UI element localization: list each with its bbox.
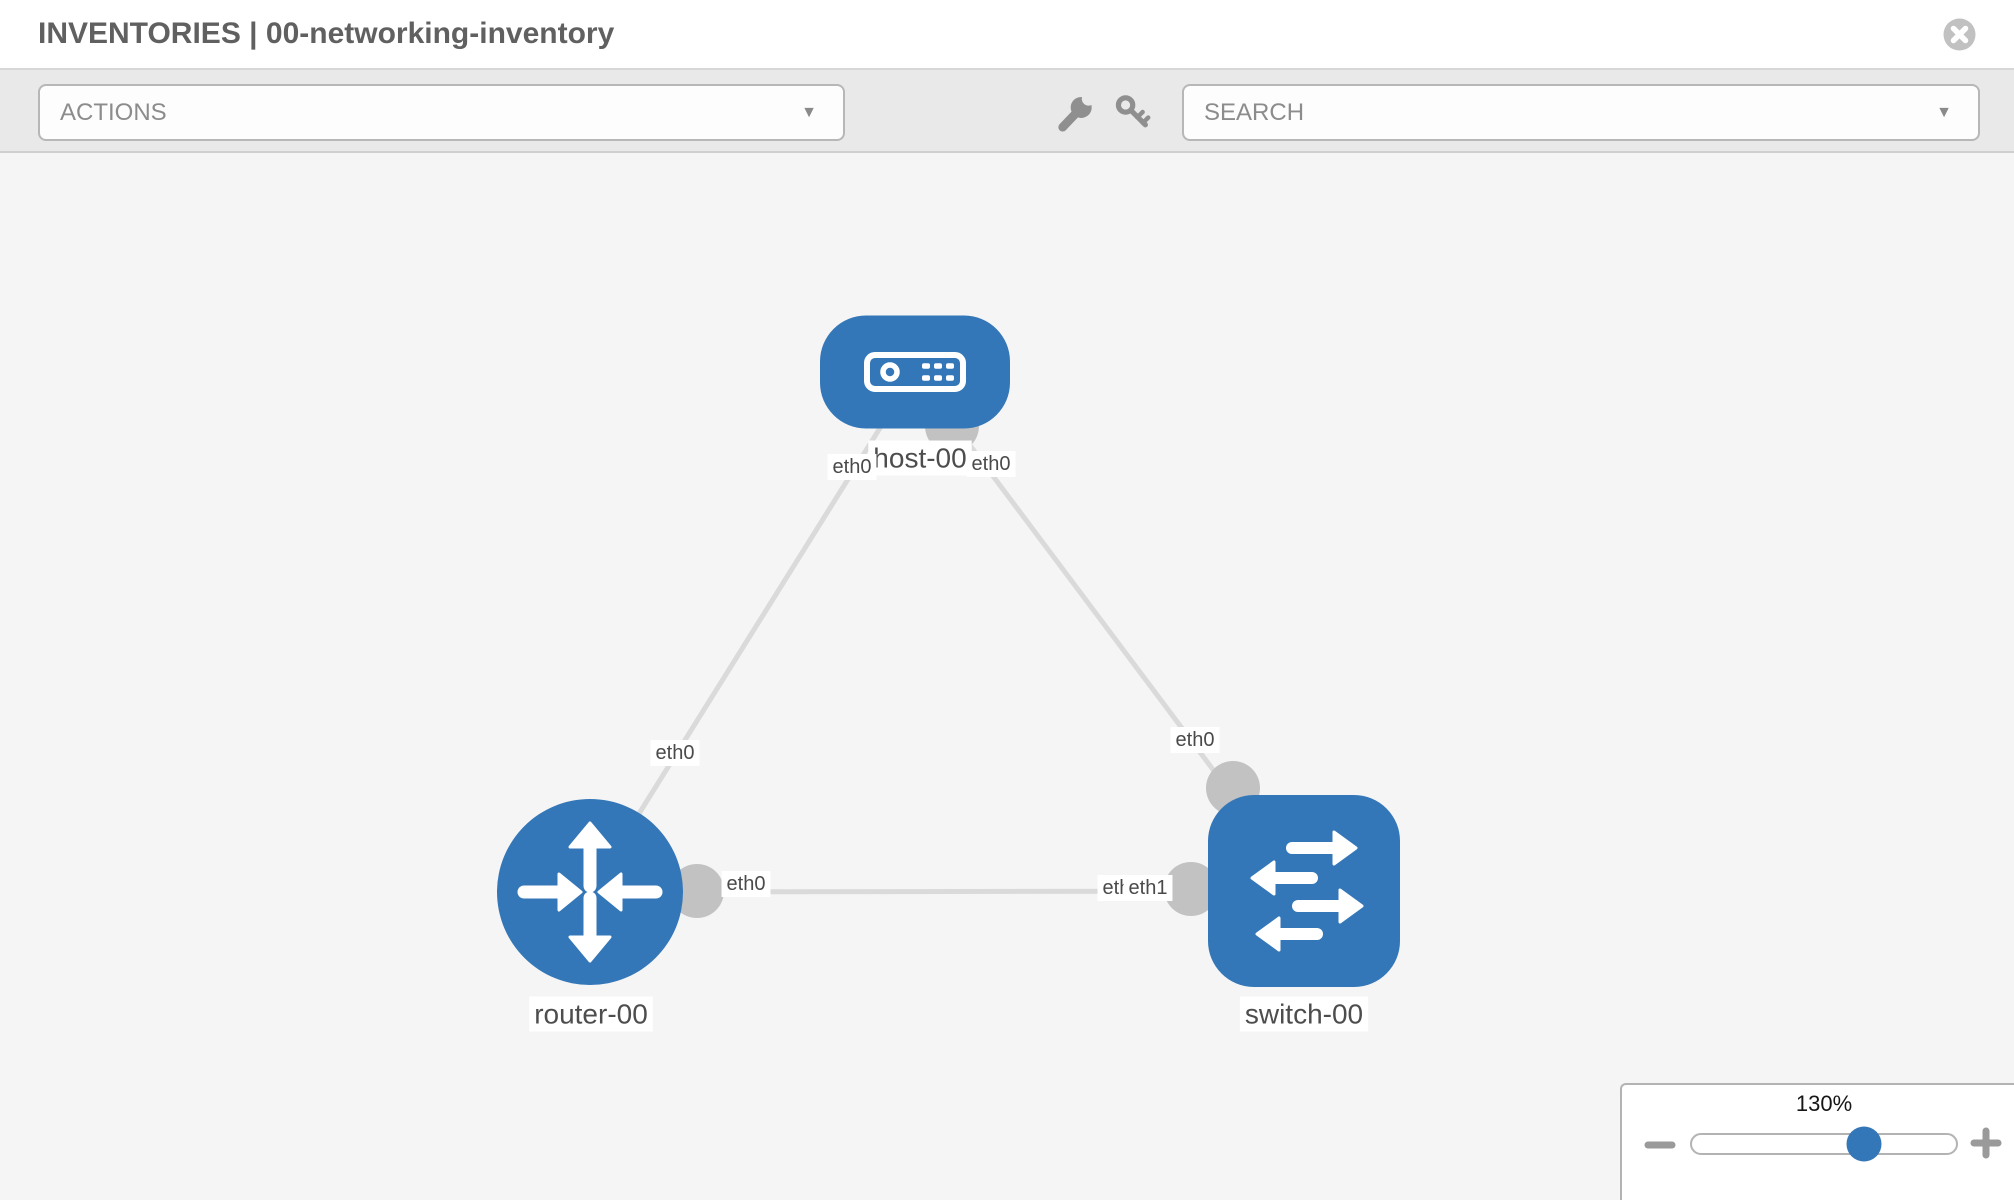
node-host-00[interactable] — [820, 315, 1010, 429]
search-dropdown[interactable]: SEARCH ▼ — [1182, 84, 1980, 141]
key-icon — [1115, 95, 1151, 128]
node-router-00[interactable] — [497, 799, 683, 985]
zoom-level-label: 130% — [1795, 1091, 1853, 1116]
svg-text:eth0: eth0 — [833, 456, 872, 478]
close-icon — [1943, 18, 1976, 51]
interface-label: eth1 — [1123, 875, 1173, 901]
svg-text:switch-00: switch-00 — [1245, 999, 1363, 1030]
actions-dropdown[interactable]: ACTIONS ▼ — [38, 84, 845, 141]
key-button[interactable] — [1110, 92, 1156, 134]
plus-icon — [1970, 1127, 2002, 1159]
interface-label: eth0 — [827, 454, 877, 480]
zoom-slider-thumb[interactable] — [1846, 1126, 1882, 1162]
interface-label: eth0 — [650, 740, 700, 766]
node-switch-00[interactable] — [1208, 795, 1400, 987]
svg-text:eth1: eth1 — [1129, 877, 1168, 899]
svg-text:eth0: eth0 — [656, 742, 695, 764]
search-dropdown-label: SEARCH — [1204, 99, 1305, 126]
interface-label: eth0 — [1170, 727, 1220, 753]
svg-text:host-00: host-00 — [873, 443, 966, 474]
interface-connector[interactable] — [1164, 862, 1218, 916]
zoom-slider-track[interactable] — [1690, 1126, 1958, 1162]
topology-graph: host-00 router-00 switch-00 eth0 eth0 eth0 eth… — [497, 315, 1400, 1032]
interface-label: eth0 — [721, 871, 771, 897]
node-label-router-00: router-00 — [529, 996, 653, 1032]
switch-arrows-icon — [1250, 830, 1364, 952]
interface-connector[interactable] — [670, 864, 724, 918]
zoom-in-button[interactable] — [1970, 1127, 2002, 1159]
caret-down-icon: ▼ — [1936, 104, 1952, 121]
zoom-control-panel: 130% — [1620, 1083, 2014, 1200]
page-header: INVENTORIES | 00-networking-inventory — [0, 0, 2014, 70]
server-icon — [864, 352, 966, 392]
svg-text:eth0: eth0 — [727, 873, 766, 895]
wrench-icon — [1058, 92, 1096, 132]
toolbar: ACTIONS ▼ SEARCH ▼ — [0, 70, 2014, 153]
caret-down-icon: ▼ — [801, 104, 817, 121]
close-button[interactable] — [1943, 18, 1976, 51]
interface-label: eth0 — [966, 451, 1016, 477]
page-title: INVENTORIES | 00-networking-inventory — [38, 17, 615, 50]
wrench-button[interactable] — [1052, 92, 1098, 134]
svg-text:eth0: eth0 — [1176, 729, 1215, 751]
actions-dropdown-label: ACTIONS — [60, 99, 167, 126]
topology-canvas[interactable]: host-00 router-00 switch-00 eth0 eth0 eth0 eth… — [0, 153, 2014, 1200]
svg-text:router-00: router-00 — [534, 999, 648, 1030]
svg-text:eth0: eth0 — [972, 453, 1011, 475]
minus-icon — [1644, 1141, 1676, 1149]
node-label-host-00: host-00 — [868, 440, 972, 476]
node-label-switch-00: switch-00 — [1239, 996, 1369, 1032]
zoom-out-button[interactable] — [1644, 1129, 1676, 1161]
router-arrows-icon — [517, 821, 663, 963]
